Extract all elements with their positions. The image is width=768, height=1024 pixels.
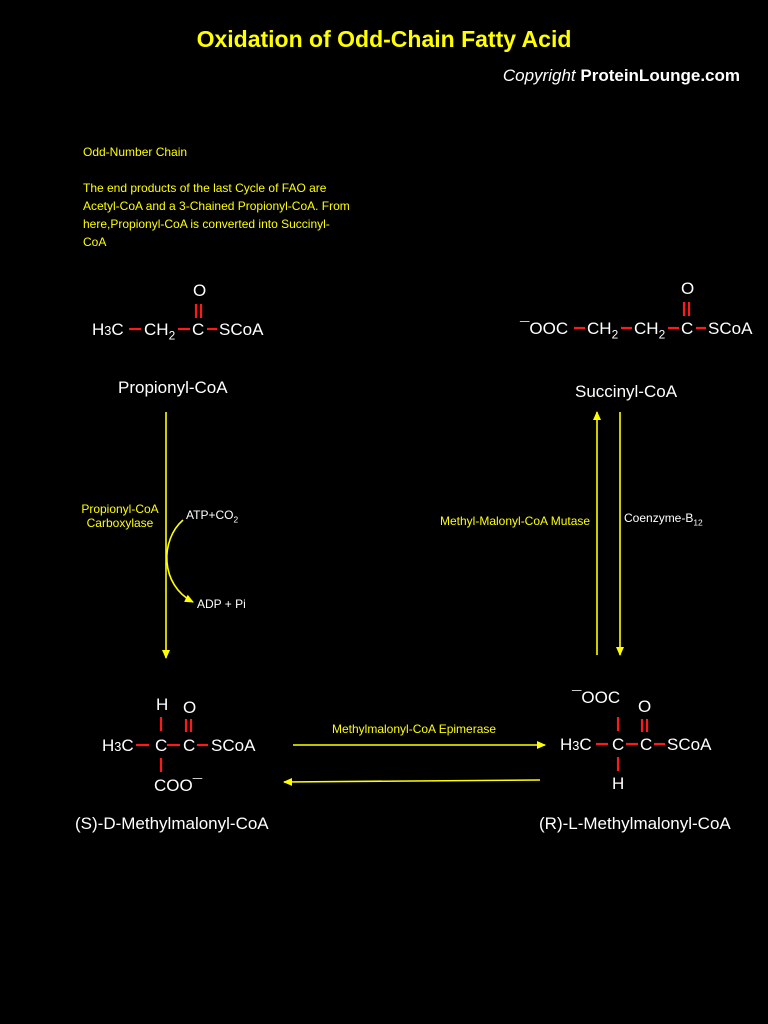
atom-scoa: SCoA (667, 735, 712, 754)
atom-h3c: H3C (92, 320, 124, 339)
atom-c2: C (183, 736, 196, 755)
copyright-word: Copyright (502, 66, 576, 85)
copyright-line: Copyright ProteinLounge.com (503, 66, 740, 86)
atom-scoa: SCoA (219, 320, 264, 339)
atom-ooc: ¯OOC (520, 319, 569, 338)
compound-name-s-methylmalonyl-coa: (S)-D-Methylmalonyl-CoA (75, 814, 269, 833)
cofactor-coenzyme-b12: Coenzyme-B12 (624, 511, 703, 528)
enzyme-label-mutase: Methyl-Malonyl-CoA Mutase (440, 514, 591, 528)
compound-name-r-methylmalonyl-coa: (R)-L-Methylmalonyl-CoA (539, 814, 731, 833)
page-title: Oxidation of Odd-Chain Fatty Acid (196, 26, 572, 52)
copyright-brand: ProteinLounge.com (580, 66, 740, 85)
intro-heading: Odd-Number Chain (83, 145, 188, 159)
atom-ch2: CH2 (144, 320, 176, 343)
atom-scoa: SCoA (708, 319, 753, 338)
atom-ch2-a: CH2 (587, 319, 619, 342)
atom-ooc: ¯OOC (572, 688, 621, 707)
atom-o: O (183, 698, 197, 717)
atom-o: O (681, 279, 695, 298)
cofactor-adp-pi: ADP + Pi (197, 597, 246, 611)
intro-body: The end products of the last Cycle of FA… (83, 181, 350, 249)
atom-o: O (638, 697, 652, 716)
atom-h3c: H3C (560, 735, 592, 754)
arrow-atp-adp (166, 519, 194, 603)
enzyme-label-carboxylase: Propionyl-CoA Carboxylase (81, 502, 159, 530)
compound-name-succinyl-coa: Succinyl-CoA (575, 382, 678, 401)
arrow-epimerase-back (283, 777, 541, 786)
atom-coo: COO¯ (154, 776, 203, 795)
atom-c1: C (612, 735, 625, 754)
atom-c: C (681, 319, 694, 338)
atom-c: C (192, 320, 205, 339)
atom-c1: C (155, 736, 168, 755)
intro-text: Odd-Number Chain The end products of the… (83, 143, 353, 251)
atom-o: O (193, 281, 207, 300)
enzyme-label-epimerase: Methylmalonyl-CoA Epimerase (332, 722, 497, 736)
atom-h: H (612, 774, 625, 793)
compound-name-propionyl-coa: Propionyl-CoA (118, 378, 228, 397)
atom-c2: C (640, 735, 653, 754)
atom-h3c: H3C (102, 736, 134, 755)
atom-h: H (156, 695, 169, 714)
atom-scoa: SCoA (211, 736, 256, 755)
atom-ch2-b: CH2 (634, 319, 666, 342)
cofactor-atp-co2: ATP+CO2 (186, 508, 239, 525)
